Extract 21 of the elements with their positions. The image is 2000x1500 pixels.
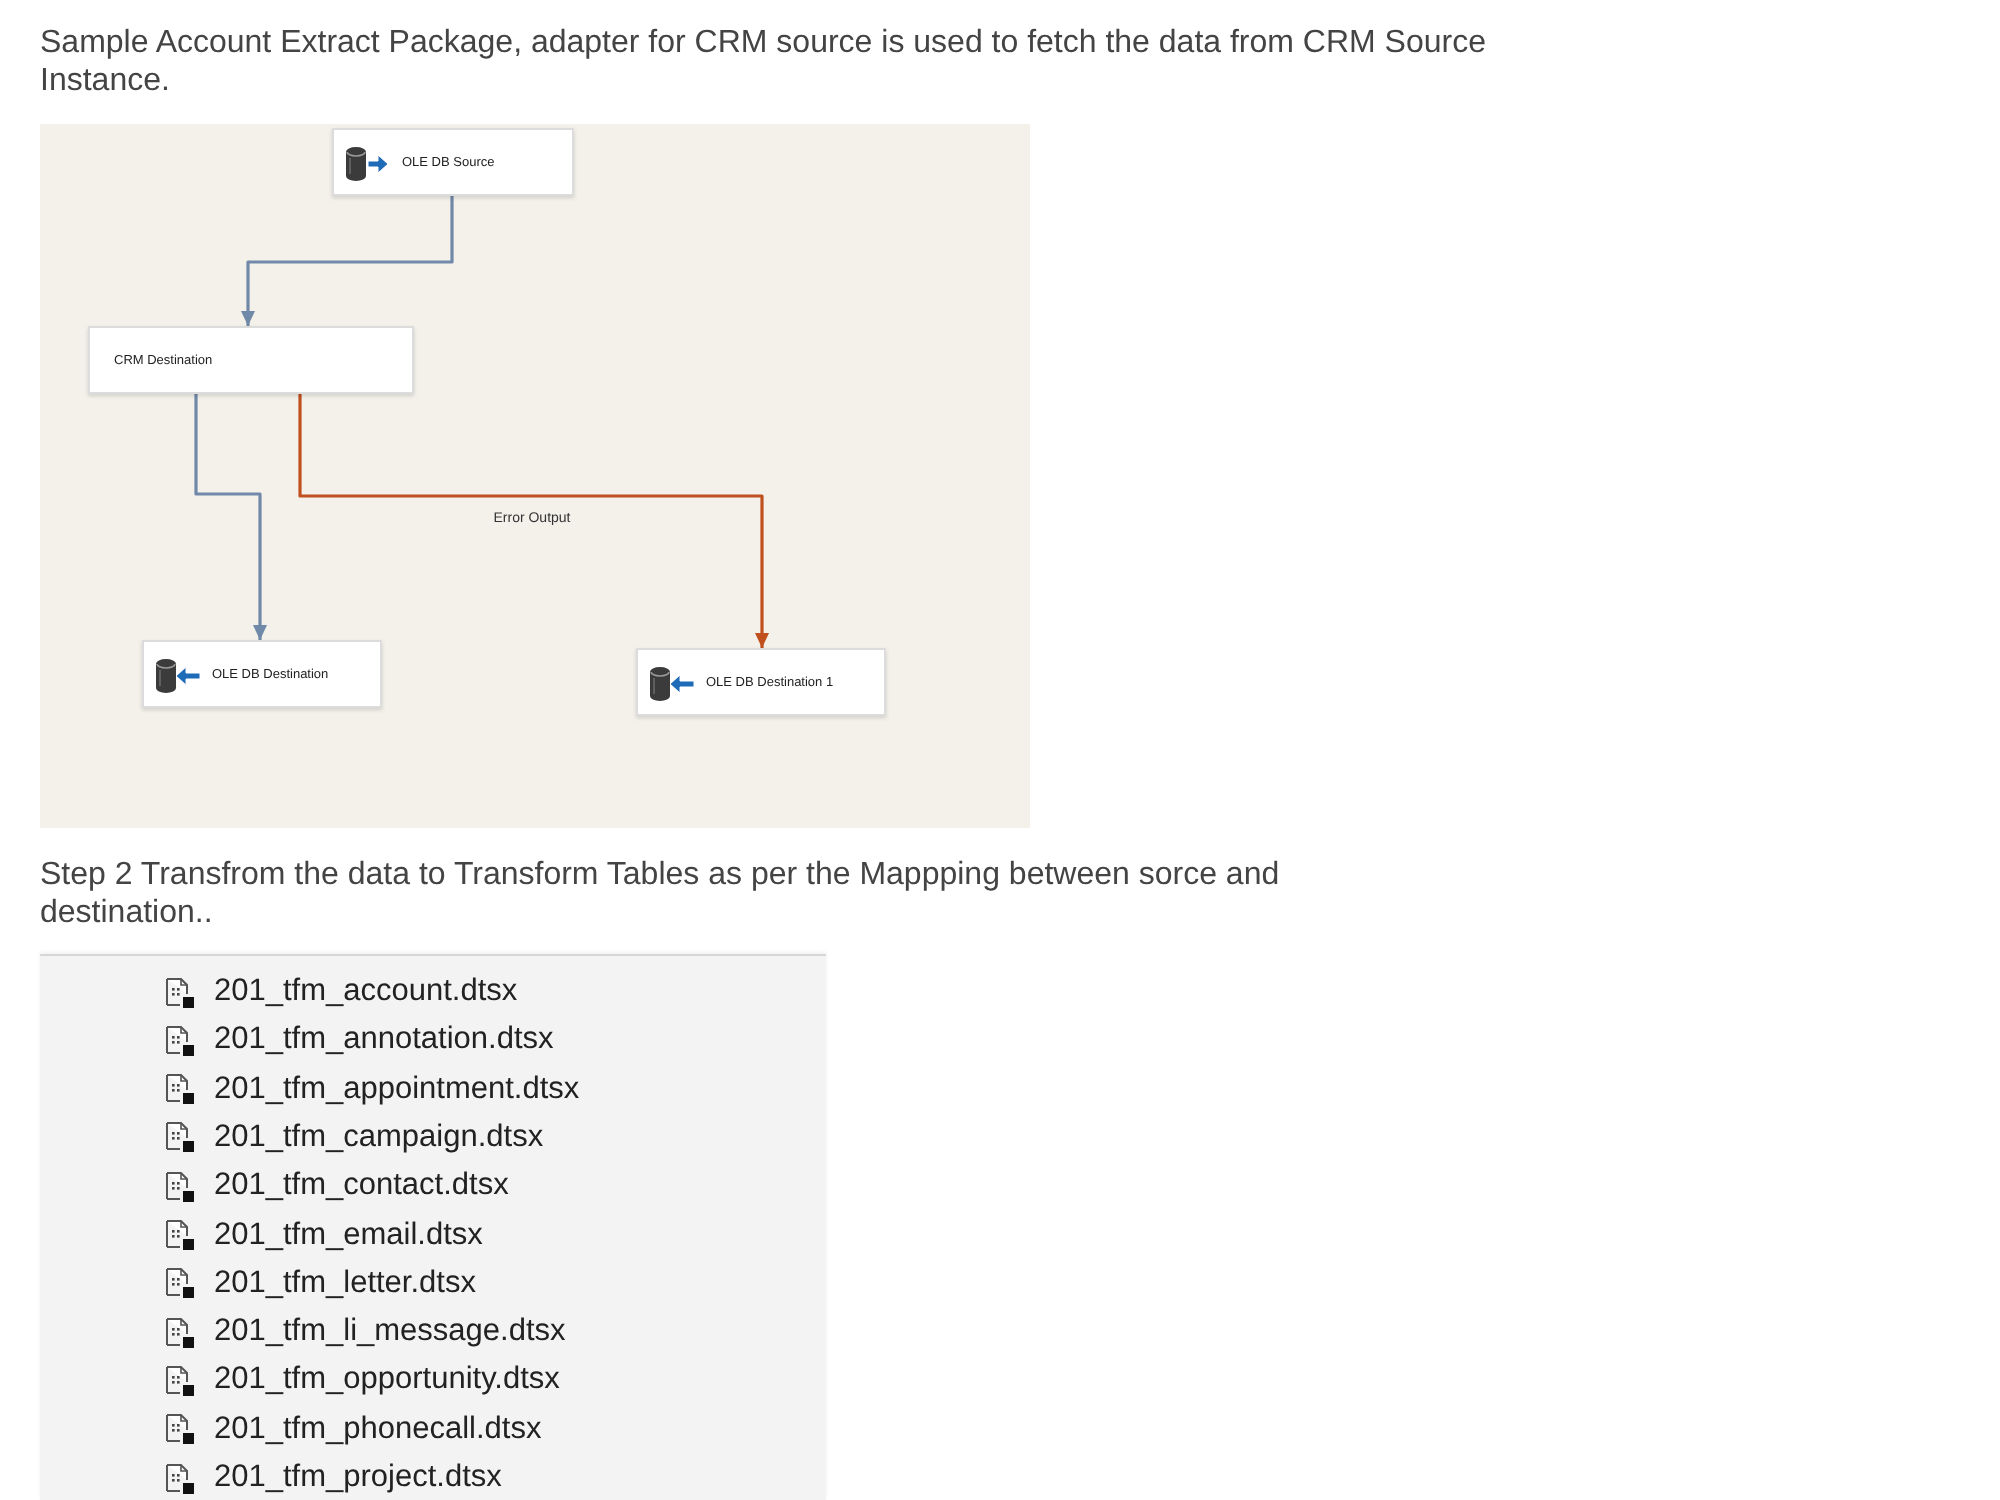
connector-arrow <box>241 196 454 326</box>
component-box <box>636 648 886 716</box>
component-box <box>142 640 382 708</box>
file-name: 201_tfm_letter.dtsx <box>214 1265 476 1302</box>
file-name: 201_tfm_annotation.dtsx <box>214 1022 554 1059</box>
file-list-panel <box>40 954 826 1500</box>
file-name: 201_tfm_project.dtsx <box>214 1460 502 1496</box>
file-name: 201_tfm_appointment.dtsx <box>214 1071 580 1108</box>
component-box <box>332 128 574 196</box>
title-text: Sample Account Extract Package, adapter for CRM source is used to fetch the data from CRM Source Instance. <box>40 24 1488 100</box>
connector-arrow <box>194 394 267 640</box>
step-description: Step 2 Transfrom the data to Transform Tables as per the Mappping between sorce and destination.. <box>40 856 1282 932</box>
file-name: 201_tfm_account.dtsx <box>214 974 518 1010</box>
connector-arrow <box>298 394 769 648</box>
component-box <box>88 326 414 394</box>
file-name: 201_tfm_campaign.dtsx <box>214 1119 544 1156</box>
file-name: 201_tfm_email.dtsx <box>214 1217 483 1253</box>
file-name: 201_tfm_phonecall.dtsx <box>214 1411 542 1448</box>
file-name: 201_tfm_opportunity.dtsx <box>214 1362 560 1399</box>
file-name: 201_tfm_contact.dtsx <box>214 1168 509 1205</box>
file-name: 201_tfm_li_message.dtsx <box>214 1314 566 1351</box>
